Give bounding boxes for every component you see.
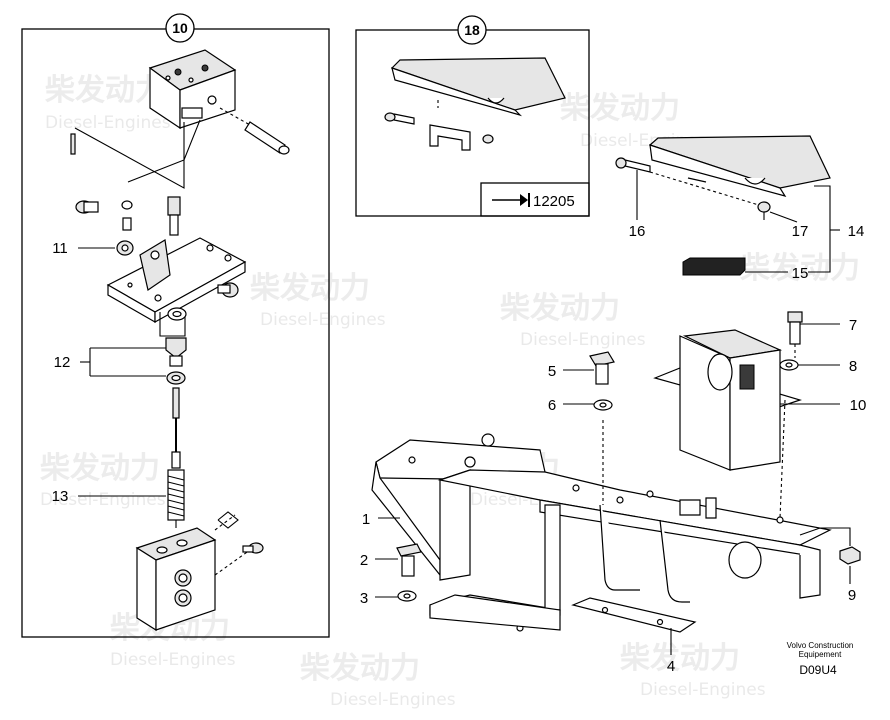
svg-text:17: 17 xyxy=(792,223,809,240)
plug-screw xyxy=(242,542,264,554)
watermark-cn: 柴发动力 xyxy=(560,91,680,126)
watermark-cn: 柴发动力 xyxy=(300,651,420,686)
bolt-2 xyxy=(396,543,422,577)
svg-text:6: 6 xyxy=(548,397,556,414)
svg-text:18: 18 xyxy=(464,22,480,38)
valve-housing xyxy=(653,329,803,471)
callout-4[interactable]: 4 xyxy=(667,658,675,675)
maker-line-2: Equipement xyxy=(799,650,842,659)
callout-8[interactable]: 8 xyxy=(849,358,857,375)
svg-text:10: 10 xyxy=(850,397,867,414)
watermark-en: Diesel-Engines xyxy=(110,650,236,670)
callout-7[interactable]: 7 xyxy=(849,317,857,334)
svg-text:7: 7 xyxy=(849,317,857,334)
watermark-layer: 柴发动力 Diesel-Engines 柴发动力 Diesel-Engines … xyxy=(40,73,860,710)
callout-12[interactable]: 12 xyxy=(54,354,71,371)
callout-9[interactable]: 9 xyxy=(848,587,856,604)
svg-text:13: 13 xyxy=(52,488,69,505)
callout-circle-18[interactable]: 18 xyxy=(457,15,487,45)
callout-14[interactable]: 14 xyxy=(848,223,865,240)
svg-text:16: 16 xyxy=(629,223,646,240)
maker-line-1: Volvo Construction xyxy=(787,641,854,650)
svg-text:2: 2 xyxy=(360,552,368,569)
svg-text:8: 8 xyxy=(849,358,857,375)
watermark-en: Diesel-Engines xyxy=(45,113,171,133)
nut-18 xyxy=(482,134,494,144)
bolt-7 xyxy=(787,311,803,345)
nut-17 xyxy=(757,201,771,213)
callout-circle-10[interactable]: 10 xyxy=(165,13,195,43)
callout-3[interactable]: 3 xyxy=(360,590,368,607)
callout-13[interactable]: 13 xyxy=(52,488,69,505)
cap-right xyxy=(217,282,239,298)
nut-11 xyxy=(116,240,134,256)
callout-1[interactable]: 1 xyxy=(362,511,370,528)
detail-box-18 xyxy=(355,29,590,217)
drawing-code: D09U4 xyxy=(799,663,837,677)
callout-10-item[interactable]: 10 xyxy=(850,397,867,414)
washer-6 xyxy=(593,399,613,411)
bolt-16 xyxy=(615,157,651,173)
watermark-cn: 柴发动力 xyxy=(40,451,160,486)
clip-18 xyxy=(429,124,471,151)
washer-3 xyxy=(397,590,417,602)
frame-bracket xyxy=(371,433,832,632)
watermark-en: Diesel-Engines xyxy=(520,330,646,350)
bolt-vertical xyxy=(167,196,181,236)
base-flange xyxy=(429,594,561,631)
watermark-en: Diesel-Engines xyxy=(40,490,166,510)
rod xyxy=(171,387,181,469)
washer-under-plate xyxy=(167,307,187,321)
svg-text:3: 3 xyxy=(360,590,368,607)
mounting-plate xyxy=(106,237,247,324)
bolt-5 xyxy=(589,351,615,385)
watermark-en: Diesel-Engines xyxy=(260,310,386,330)
svg-text:9: 9 xyxy=(848,587,856,604)
spring-13 xyxy=(167,469,185,521)
svg-text:11: 11 xyxy=(52,240,68,257)
callout-2[interactable]: 2 xyxy=(360,552,368,569)
plate-4 xyxy=(571,597,697,633)
watermark-cn: 柴发动力 xyxy=(250,271,370,306)
ref-serial: 12205 xyxy=(533,193,575,210)
nut-9 xyxy=(839,546,861,565)
bolt-18 xyxy=(384,112,415,125)
callout-15[interactable]: 15 xyxy=(792,265,809,282)
svg-text:4: 4 xyxy=(667,658,675,675)
stud xyxy=(70,133,76,155)
nut-12 xyxy=(166,371,186,385)
fitting-12 xyxy=(165,337,187,367)
callout-16[interactable]: 16 xyxy=(629,223,646,240)
watermark-en: Diesel-Engines xyxy=(640,680,766,700)
callout-5[interactable]: 5 xyxy=(548,363,556,380)
bolt-small xyxy=(122,217,132,231)
callout-17[interactable]: 17 xyxy=(792,223,809,240)
svg-text:5: 5 xyxy=(548,363,556,380)
washer-small xyxy=(121,200,133,210)
cover-18 xyxy=(390,57,566,117)
svg-text:1: 1 xyxy=(362,511,370,528)
cover-14 xyxy=(648,135,831,197)
callout-11[interactable]: 11 xyxy=(52,240,68,257)
callout-10-label: 10 xyxy=(172,20,188,36)
ref-box xyxy=(480,182,590,217)
svg-text:14: 14 xyxy=(848,223,865,240)
pad-15 xyxy=(682,257,746,276)
block-leads xyxy=(175,511,251,576)
watermark-en: Diesel-Engines xyxy=(330,690,456,710)
svg-text:15: 15 xyxy=(792,265,809,282)
watermark-cn: 柴发动力 xyxy=(740,251,860,286)
callout-6[interactable]: 6 xyxy=(548,397,556,414)
watermark-cn: 柴发动力 xyxy=(500,291,620,326)
pin xyxy=(244,121,290,155)
valve-bracket xyxy=(148,49,237,130)
washer-8 xyxy=(779,359,799,371)
watermark-cn: 柴发动力 xyxy=(620,641,740,676)
watermark-cn: 柴发动力 xyxy=(45,73,165,108)
valve-block xyxy=(135,527,217,632)
svg-text:12: 12 xyxy=(54,354,71,371)
ref-arrow xyxy=(492,193,530,207)
screw-cap-1 xyxy=(75,200,99,214)
